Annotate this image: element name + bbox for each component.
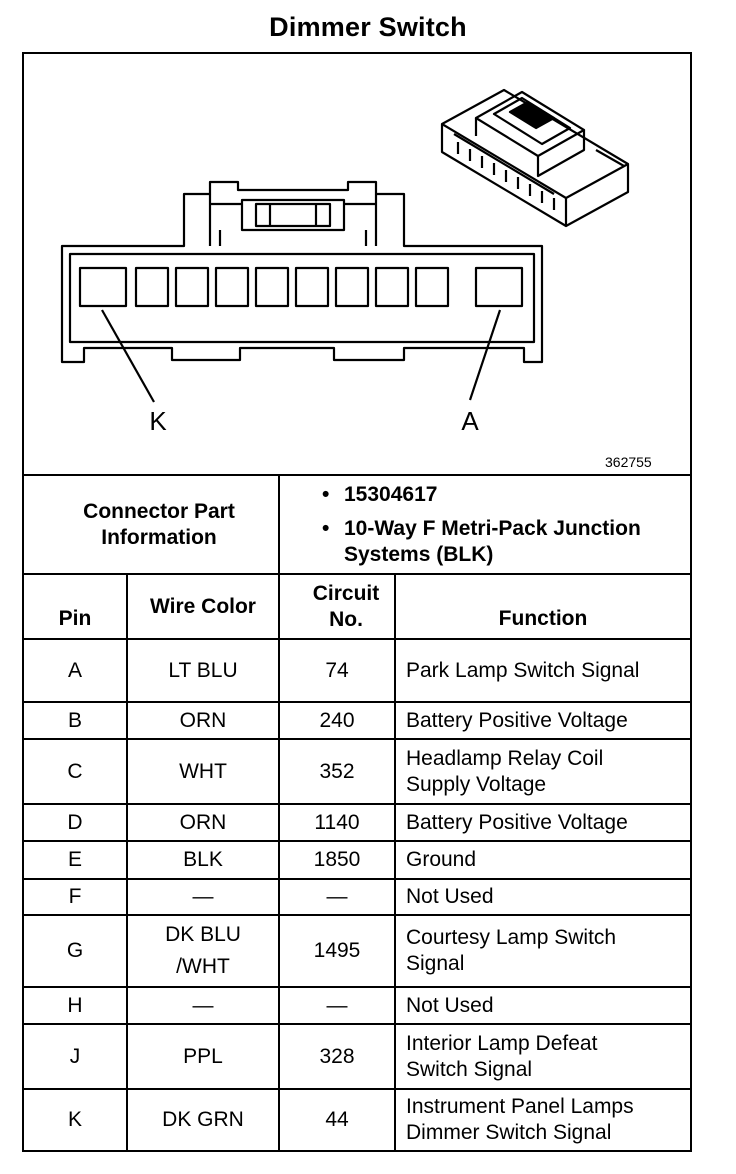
- wire-color-cell: DK GRN: [162, 1108, 244, 1131]
- row-divider: [22, 878, 692, 880]
- pin-cell: B: [67, 708, 82, 732]
- circuit-cell: 1495: [313, 939, 361, 962]
- diagram-divider: [22, 474, 692, 476]
- column-divider: [278, 573, 280, 1152]
- circuit-cell: 1850: [313, 848, 361, 871]
- circuit-cell: 328: [319, 1044, 355, 1068]
- wire-color-cell: PPL: [183, 1044, 223, 1068]
- function-cell: Ground: [406, 848, 477, 871]
- pin-cell: F: [68, 885, 82, 908]
- function-cell: Battery Positive Voltage: [406, 810, 628, 834]
- connector-description: 10-Way F Metri-Pack Junction Systems (BL…: [300, 516, 690, 568]
- document-frame: [22, 52, 692, 1152]
- figure-number: 362755: [605, 454, 652, 470]
- pin-cell: G: [66, 939, 84, 962]
- wire-color-cell: DK BLU /WHT: [165, 923, 241, 978]
- column-divider: [394, 573, 396, 1152]
- page-title: Dimmer Switch: [269, 12, 467, 42]
- wire-color-cell: LT BLU: [168, 658, 238, 682]
- header-function: Function: [498, 607, 588, 630]
- pin-cell: H: [67, 993, 83, 1017]
- connector-body: [60, 180, 544, 364]
- wire-color-cell: —: [192, 993, 214, 1017]
- row-divider: [22, 701, 692, 703]
- circuit-cell: 74: [325, 658, 349, 682]
- connector-info-list: 15304617 10-Way F Metri-Pack Junction Sy…: [300, 482, 690, 576]
- function-cell: Not Used: [406, 885, 494, 908]
- column-divider: [126, 573, 128, 1152]
- circuit-cell: 240: [319, 708, 355, 732]
- connector-iso-view: [440, 88, 630, 228]
- function-cell: Not Used: [406, 993, 494, 1017]
- connector-diagram: K A: [60, 88, 630, 436]
- pin-label-k: K: [149, 406, 167, 436]
- pin-cell: J: [69, 1044, 81, 1068]
- header-circuit-no: Circuit No.: [312, 581, 380, 631]
- info-divider: [22, 573, 692, 575]
- pin-cell: E: [67, 848, 82, 871]
- leader-k: [101, 309, 155, 403]
- header-wire-color: Wire Color: [150, 594, 256, 618]
- circuit-cell: —: [326, 993, 348, 1017]
- row-divider: [22, 840, 692, 842]
- function-cell: Battery Positive Voltage: [406, 708, 628, 732]
- connector-info-label: Connector Part Information: [83, 499, 235, 549]
- row-divider: [22, 1088, 692, 1090]
- pin-label-a: A: [461, 406, 479, 436]
- header-pin: Pin: [58, 607, 92, 630]
- leader-a: [468, 309, 502, 401]
- function-cell: Interior Lamp Defeat Switch Signal: [406, 1031, 598, 1081]
- pin-cell: A: [67, 658, 82, 682]
- wire-color-cell: ORN: [179, 810, 227, 834]
- function-cell: Instrument Panel Lamps Dimmer Switch Sig…: [406, 1095, 634, 1144]
- wire-color-cell: —: [192, 885, 214, 908]
- wire-color-cell: WHT: [179, 759, 227, 783]
- pin-cell: K: [67, 1108, 82, 1131]
- function-cell: Headlamp Relay Coil Supply Voltage: [406, 746, 604, 796]
- pin-cell: C: [67, 759, 83, 783]
- wire-color-cell: ORN: [179, 708, 227, 732]
- pin-cell: D: [67, 810, 83, 834]
- function-cell: Park Lamp Switch Signal: [406, 658, 640, 682]
- row-divider: [22, 738, 692, 740]
- row-divider: [22, 914, 692, 916]
- info-column-divider: [278, 474, 280, 575]
- row-divider: [22, 986, 692, 988]
- circuit-cell: —: [326, 885, 348, 908]
- connector-part-number: 15304617: [300, 482, 690, 508]
- wire-color-cell: BLK: [183, 848, 223, 871]
- circuit-cell: 1140: [314, 810, 360, 834]
- pin-cavities: [78, 266, 524, 308]
- row-divider: [22, 1023, 692, 1025]
- circuit-cell: 44: [325, 1108, 349, 1131]
- row-divider: [22, 803, 692, 805]
- function-cell: Courtesy Lamp Switch Signal: [406, 926, 617, 975]
- header-divider: [22, 638, 692, 640]
- circuit-cell: 352: [319, 759, 355, 783]
